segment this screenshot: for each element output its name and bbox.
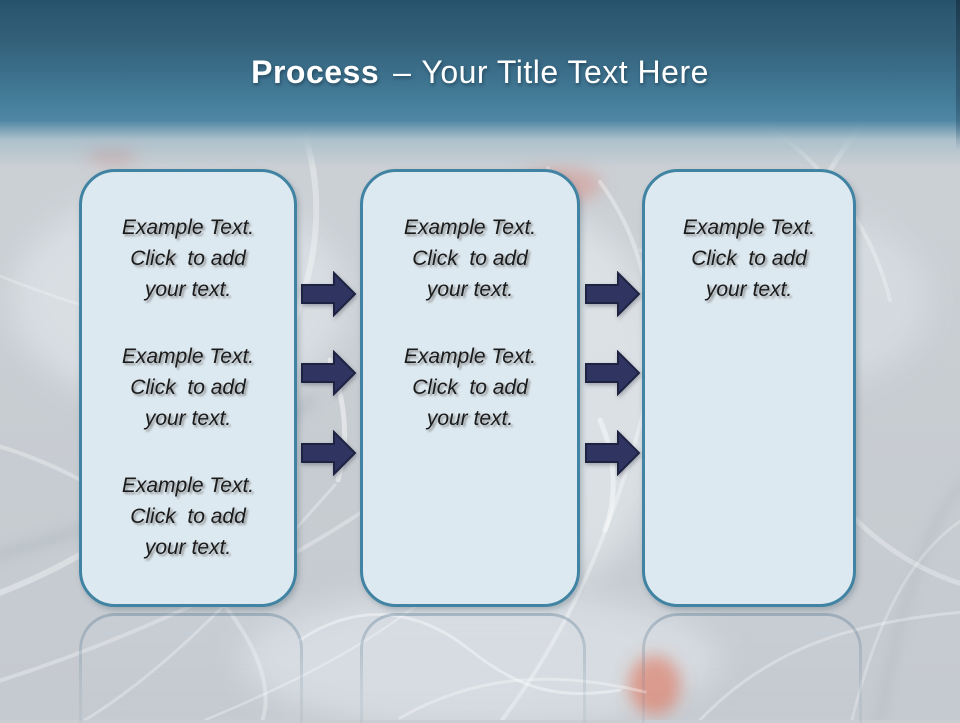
placeholder-line: Example Text. <box>121 345 255 368</box>
placeholder-line: Click to add <box>691 247 807 270</box>
slide-title-keyword: Process <box>251 54 380 90</box>
placeholder-line: your text. <box>144 278 232 301</box>
placeholder-line: Example Text. <box>121 474 255 497</box>
placeholder-line: Click to add <box>412 247 528 270</box>
placeholder-line: Example Text. <box>403 216 537 239</box>
arrow-right-icon[interactable] <box>301 271 357 317</box>
arrow-right-icon[interactable] <box>301 430 357 476</box>
placeholder-line: Example Text. <box>403 345 537 368</box>
placeholder-line: Example Text. <box>682 216 816 239</box>
title-band <box>0 0 960 168</box>
process-step-box-2[interactable]: Example Text. Click to add your text. Ex… <box>360 169 580 607</box>
placeholder-line: your text. <box>426 278 514 301</box>
placeholder-line: Click to add <box>130 376 246 399</box>
box-reflection-3 <box>642 613 862 723</box>
slide-title-dash: – <box>393 54 412 90</box>
arrow-right-icon[interactable] <box>585 271 641 317</box>
placeholder-line: Click to add <box>412 376 528 399</box>
arrow-right-icon[interactable] <box>585 350 641 396</box>
process-step-box-1[interactable]: Example Text. Click to add your text. Ex… <box>79 169 297 607</box>
text-placeholder[interactable]: Example Text. Click to add your text. <box>645 212 853 305</box>
box-reflection-1 <box>79 613 303 723</box>
placeholder-line: your text. <box>705 278 793 301</box>
placeholder-line: your text. <box>426 407 514 430</box>
placeholder-line: your text. <box>144 407 232 430</box>
box-reflection-2 <box>360 613 586 723</box>
text-placeholder[interactable]: Example Text. Click to add your text. <box>363 212 577 305</box>
arrow-right-icon[interactable] <box>585 430 641 476</box>
arrow-right-icon[interactable] <box>301 350 357 396</box>
slide-title[interactable]: Process–Your Title Text Here <box>0 52 960 92</box>
placeholder-line: Click to add <box>130 247 246 270</box>
slide-edge-shadow <box>956 0 960 150</box>
placeholder-line: Example Text. <box>121 216 255 239</box>
placeholder-line: your text. <box>144 536 232 559</box>
text-placeholder[interactable]: Example Text. Click to add your text. <box>82 470 294 563</box>
placeholder-line: Click to add <box>130 505 246 528</box>
text-placeholder[interactable]: Example Text. Click to add your text. <box>363 341 577 434</box>
process-step-box-3[interactable]: Example Text. Click to add your text. <box>642 169 856 607</box>
text-placeholder[interactable]: Example Text. Click to add your text. <box>82 341 294 434</box>
slide-title-text: Your Title Text Here <box>421 54 709 90</box>
text-placeholder[interactable]: Example Text. Click to add your text. <box>82 212 294 305</box>
